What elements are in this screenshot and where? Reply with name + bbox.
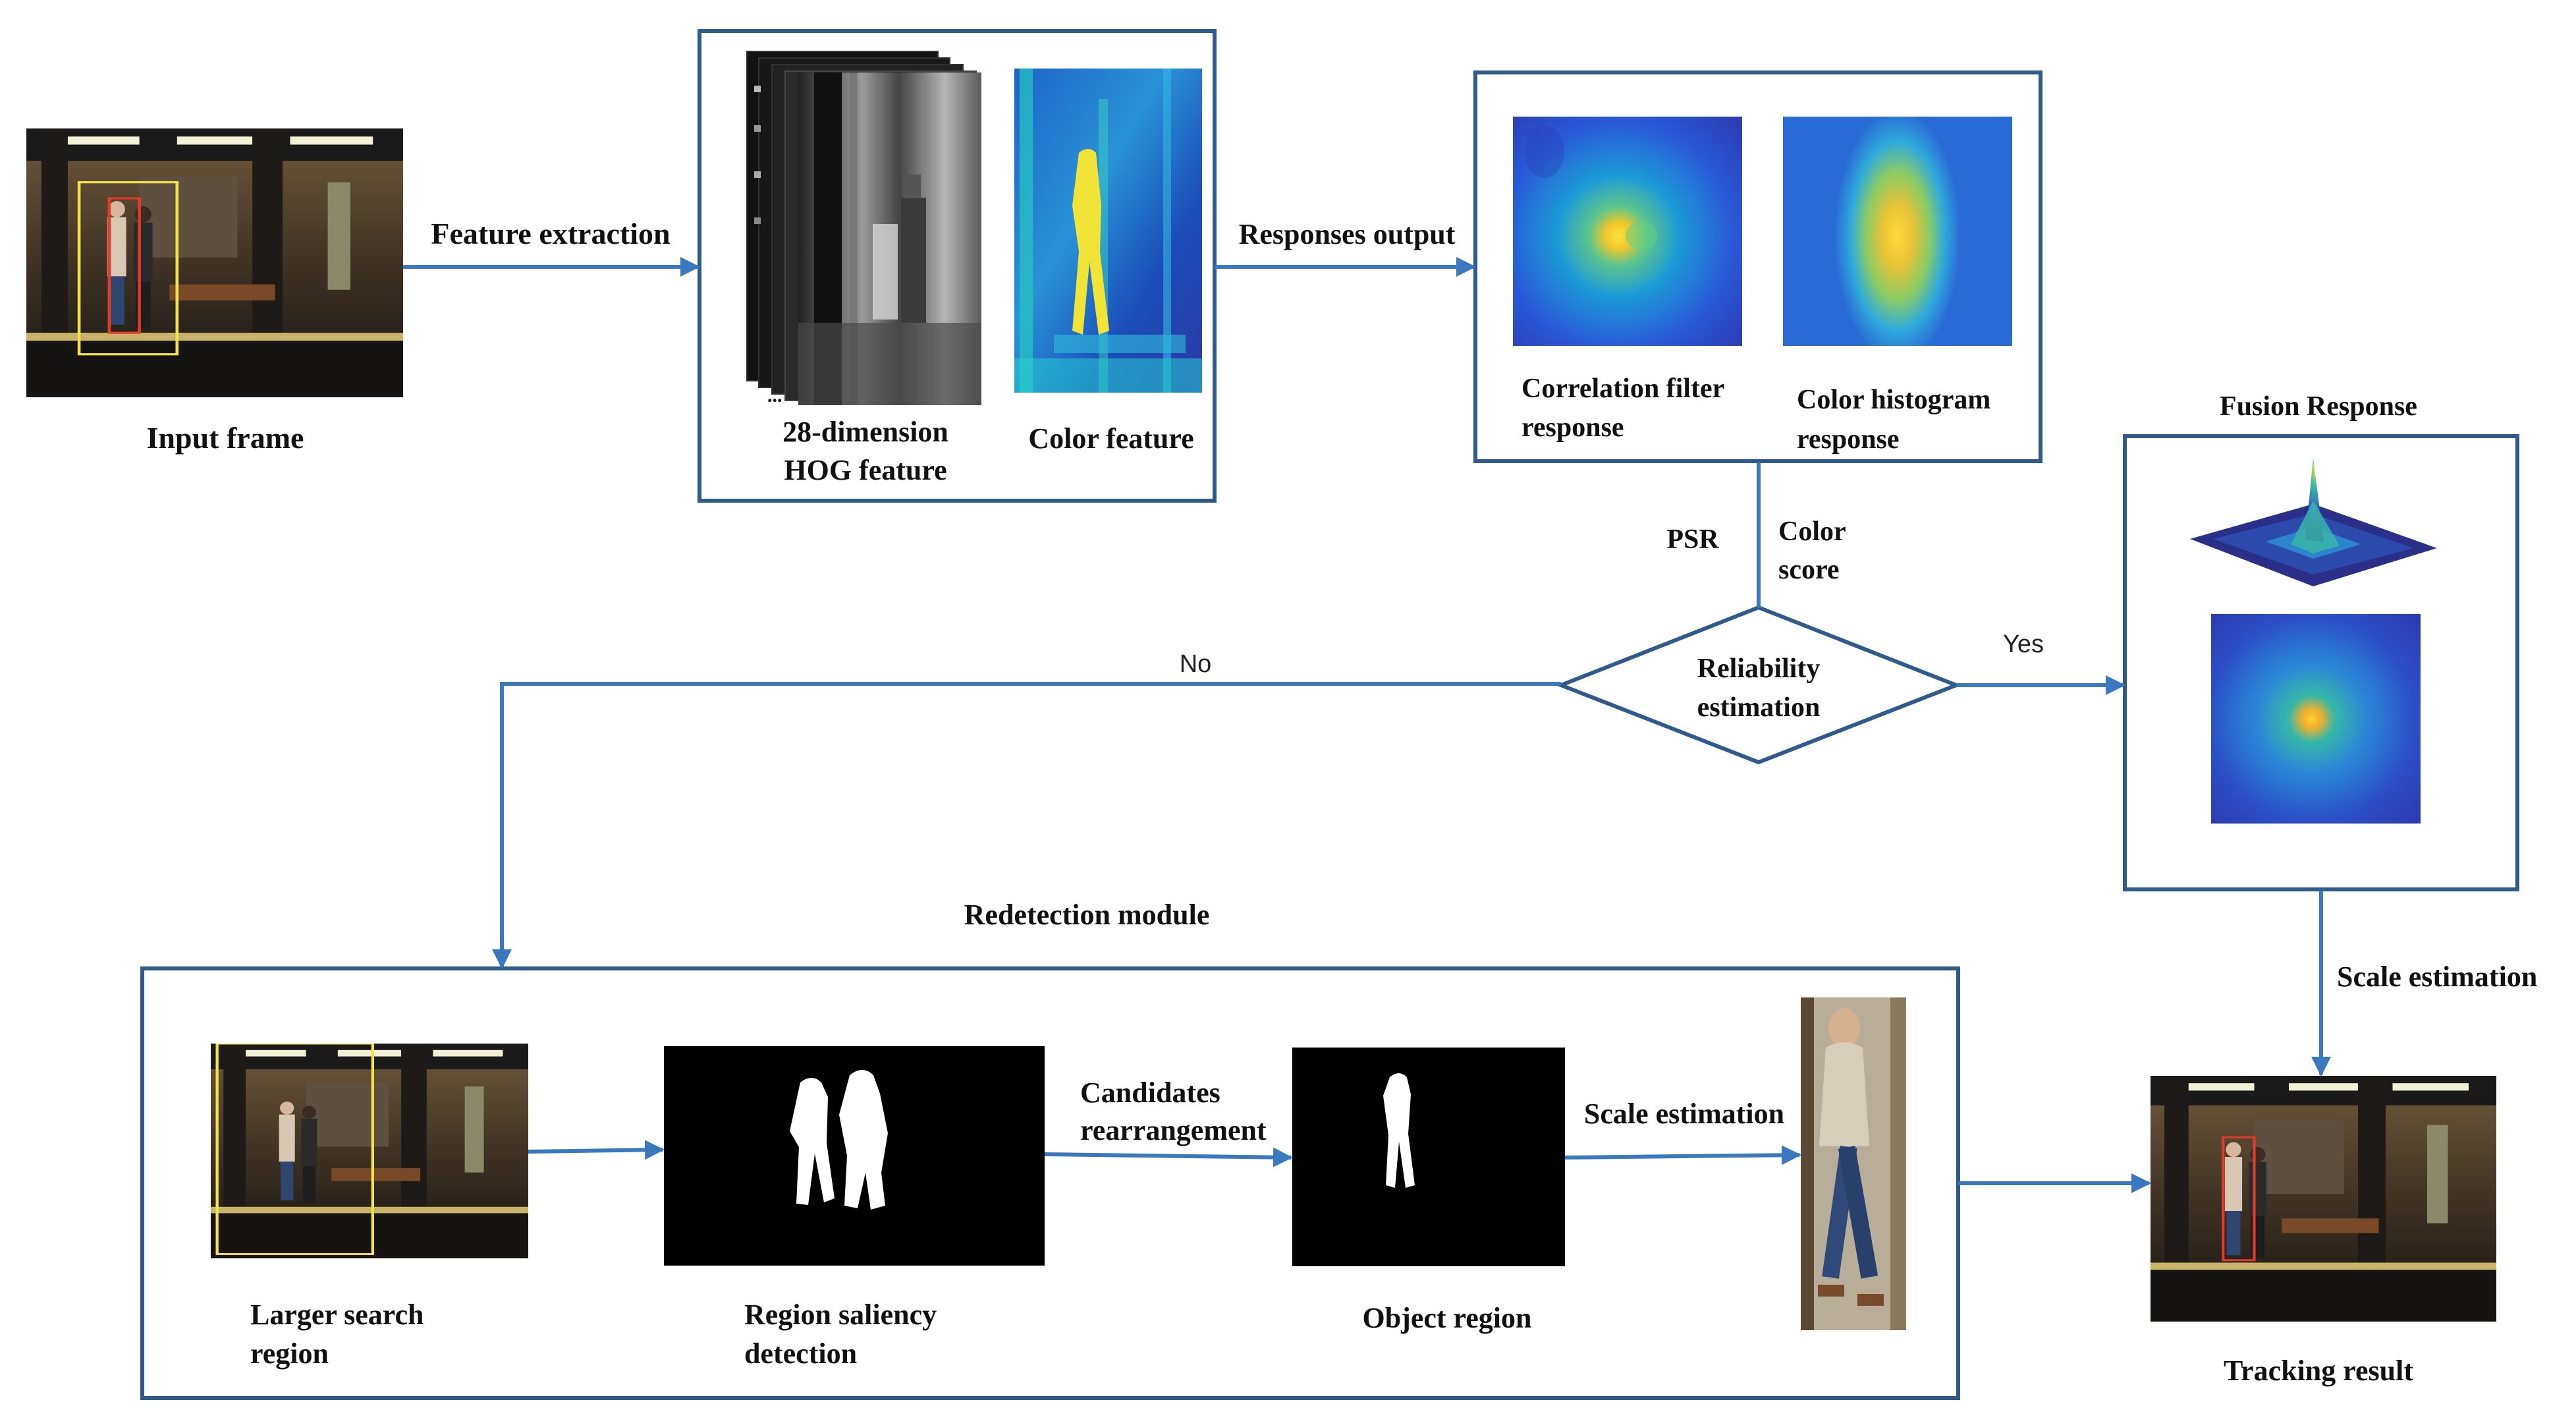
label-larger-line2: region (250, 1337, 329, 1370)
label-hog-line1: 28-dimension (782, 416, 948, 448)
label-ch-line2: response (1797, 424, 1900, 455)
fusion-response-box (2123, 434, 2519, 891)
label-object-region: Object region (1362, 1302, 1531, 1334)
label-cf-line1: Correlation filter (1521, 374, 1724, 404)
label-color-score-line2: score (1778, 555, 1840, 585)
label-yes: Yes (2003, 630, 2044, 658)
label-candidates-line1: Candidates (1080, 1077, 1220, 1109)
arrow-object-to-crop (1564, 1145, 1801, 1165)
label-color-score-line1: Color (1778, 517, 1846, 547)
reliability-estimation-diamond (1555, 605, 1962, 765)
label-scale-estimation-bottom: Scale estimation (1584, 1098, 1784, 1130)
label-fusion-response: Fusion Response (2220, 391, 2417, 422)
cropped-person-image (1801, 997, 1906, 1330)
fusion-heatmap (2211, 614, 2421, 824)
label-redetection-module: Redetection module (964, 899, 1210, 931)
input-frame-image (26, 128, 403, 397)
hog-feature-stack (746, 51, 981, 405)
label-larger-line1: Larger search (250, 1299, 424, 1331)
labels: Input frame Feature extraction ... 28-di… (147, 217, 2538, 1387)
connectors (403, 257, 2331, 1193)
label-input-frame: Input frame (147, 421, 304, 455)
fusion-surface-plot (2190, 458, 2437, 586)
color-feature-image (1014, 69, 1202, 393)
label-psr: PSR (1666, 524, 1719, 555)
label-responses-output: Responses output (1239, 218, 1456, 250)
arrow-search-to-saliency (528, 1140, 665, 1160)
tracking-result-image (2151, 1076, 2496, 1322)
label-tracking-result: Tracking result (2224, 1355, 2413, 1387)
label-feature-extraction: Feature extraction (431, 217, 670, 250)
color-histogram-heatmap (1783, 117, 2012, 346)
label-candidates-line2: rearrangement (1080, 1114, 1267, 1146)
label-no: No (1180, 650, 1212, 678)
arrow-saliency-to-object (1044, 1147, 1293, 1167)
label-saliency-line1: Region saliency (744, 1299, 937, 1331)
label-hog-line2: HOG feature (784, 454, 946, 486)
label-ch-line1: Color histogram (1797, 385, 1990, 415)
correlation-filter-heatmap (1513, 117, 1742, 346)
label-reliability-line1: Reliability (1697, 654, 1821, 684)
label-color-feature: Color feature (1028, 422, 1193, 455)
label-saliency-line2: detection (744, 1337, 857, 1370)
label-hog-ellipsis: ... (767, 385, 782, 406)
label-reliability-line2: estimation (1697, 692, 1821, 723)
object-region-image (1292, 1048, 1565, 1266)
label-cf-line2: response (1521, 412, 1624, 443)
region-saliency-image (664, 1046, 1045, 1266)
larger-search-region-image (211, 1044, 528, 1258)
arrow-diamond-no (492, 682, 1561, 969)
label-scale-estimation-right: Scale estimation (2337, 961, 2537, 993)
